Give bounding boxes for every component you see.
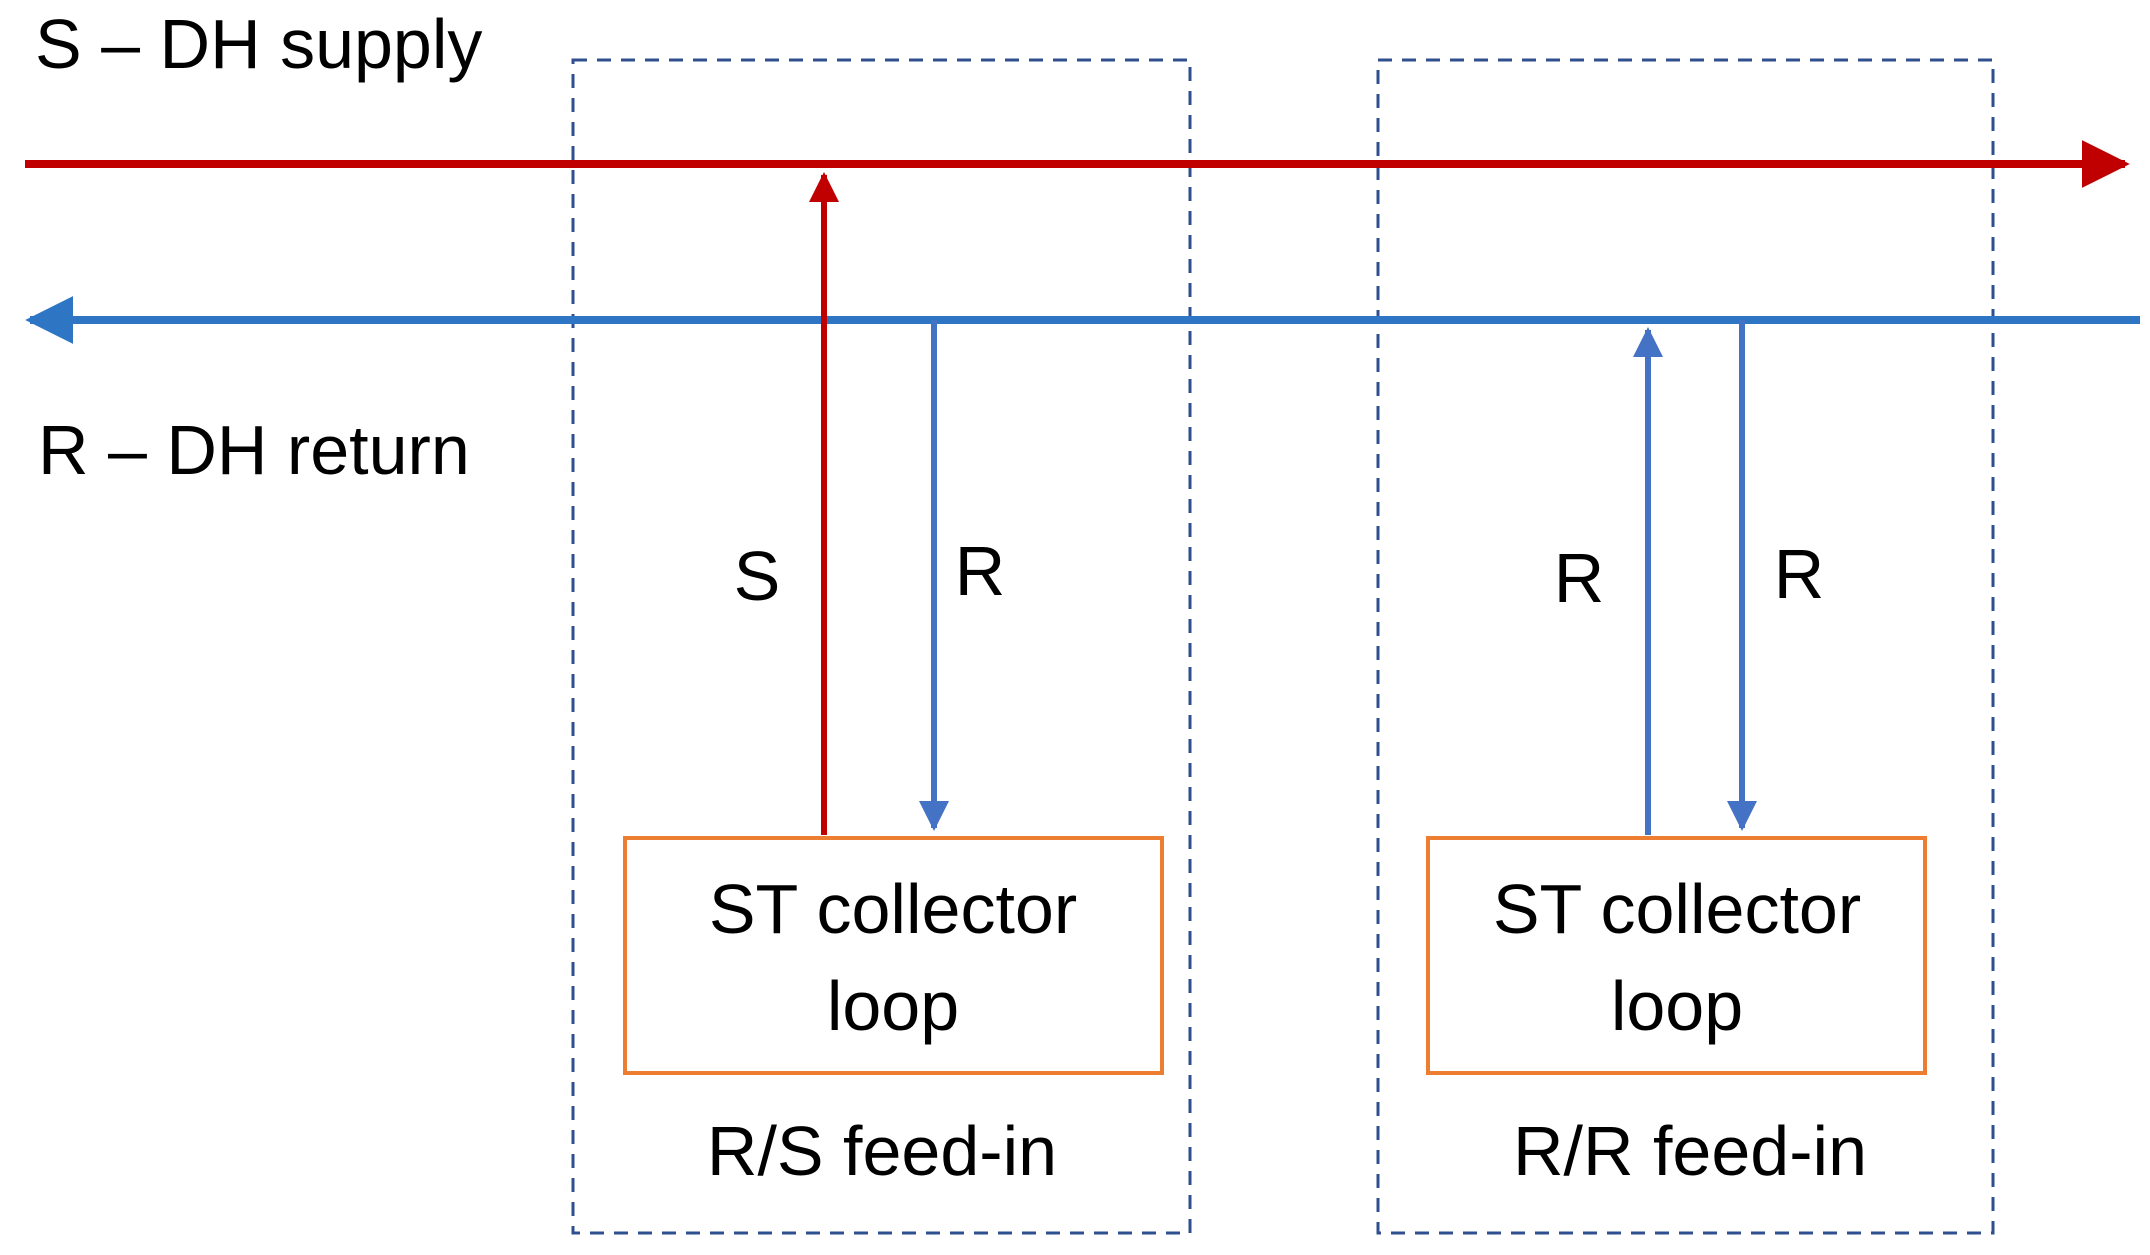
module-rr-boundary xyxy=(1376,58,1995,1235)
module-rs-collector-box xyxy=(623,836,1164,1075)
module-rr-collector-label-line2: loop xyxy=(1611,967,1743,1045)
module-rr-collector-label-line1: ST collector xyxy=(1493,870,1861,948)
module-rr-down-pipe-label: R xyxy=(1774,535,1825,613)
module-rs-collector-label-line2: loop xyxy=(827,967,959,1045)
module-rr-up-pipe-label: R xyxy=(1554,539,1605,617)
module-rr-collector-box xyxy=(1426,836,1927,1075)
return-line-label: R – DH return xyxy=(38,411,470,489)
supply-line-label: S – DH supply xyxy=(35,5,482,83)
module-rs-up-pipe-label: S xyxy=(734,537,781,615)
module-rs-boundary xyxy=(571,58,1192,1235)
module-rs-feed-label: R/S feed-in xyxy=(707,1112,1057,1190)
module-rs-down-pipe-label: R xyxy=(955,532,1006,610)
module-rs-collector-label-line1: ST collector xyxy=(709,870,1077,948)
module-rr-feed-label: R/R feed-in xyxy=(1513,1112,1867,1190)
